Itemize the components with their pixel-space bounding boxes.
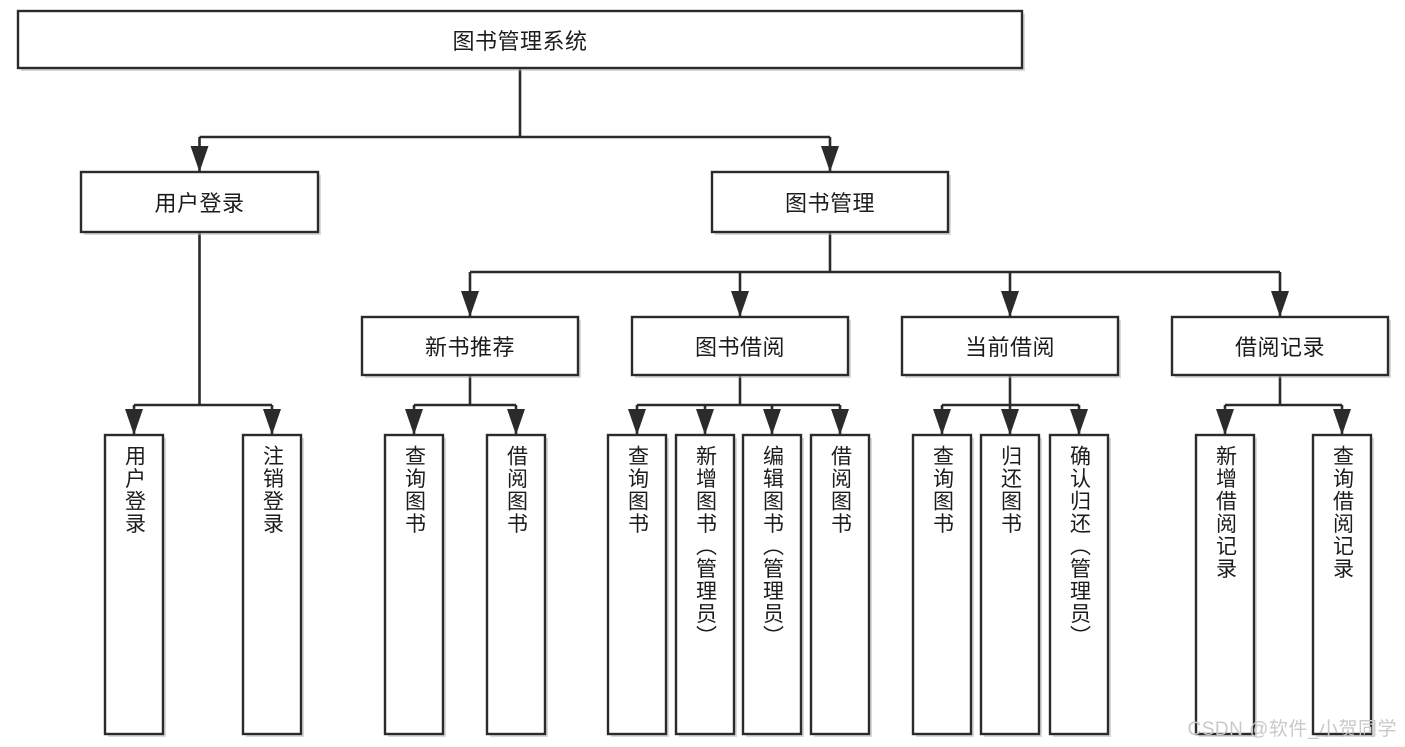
- node-leaf-query-book-3[interactable]: [911, 433, 973, 736]
- arrow-head-leaf-query-record: [1333, 409, 1351, 435]
- node-leaf-user-logout[interactable]: [241, 433, 303, 736]
- node-borrow-record[interactable]: [1170, 315, 1390, 377]
- node-leaf-add-book[interactable]: [674, 433, 736, 736]
- arrow-head-leaf-add-record: [1216, 409, 1234, 435]
- arrow-head-leaf-add-book: [696, 409, 714, 435]
- box-layer: [16, 9, 1391, 737]
- node-leaf-add-record[interactable]: [1194, 433, 1256, 736]
- arrow-head-leaf-confirm-return: [1070, 409, 1088, 435]
- node-leaf-query-book-1[interactable]: [383, 433, 445, 736]
- arrow-head-leaf-query-book-1: [405, 409, 423, 435]
- arrow-head-leaf-borrow-book-2: [831, 409, 849, 435]
- node-leaf-borrow-book-2[interactable]: [809, 433, 871, 736]
- arrow-head-book-borrow: [731, 291, 749, 317]
- arrow-head-borrow-record: [1271, 291, 1289, 317]
- arrow-head-leaf-user-logout: [263, 409, 281, 435]
- node-leaf-return-book[interactable]: [979, 433, 1041, 736]
- arrow-head-leaf-return-book: [1001, 409, 1019, 435]
- arrow-head-leaf-user-login: [125, 409, 143, 435]
- arrow-head-leaf-query-book-2: [628, 409, 646, 435]
- node-leaf-user-login[interactable]: [103, 433, 165, 736]
- arrow-head-leaf-borrow-book-1: [507, 409, 525, 435]
- arrow-head-leaf-edit-book: [763, 409, 781, 435]
- arrow-head-current-borrow: [1001, 291, 1019, 317]
- node-leaf-borrow-book-1[interactable]: [485, 433, 547, 736]
- arrow-head-new-book-recommend: [461, 291, 479, 317]
- node-root[interactable]: [16, 9, 1024, 70]
- connector-layer: [125, 68, 1351, 435]
- watermark-text: CSDN @软件_小贺同学: [1187, 719, 1397, 740]
- arrow-head-book-manage: [821, 146, 839, 172]
- node-user-login[interactable]: [79, 170, 320, 234]
- node-leaf-edit-book[interactable]: [741, 433, 803, 736]
- node-leaf-query-record[interactable]: [1311, 433, 1373, 736]
- node-book-borrow[interactable]: [630, 315, 850, 377]
- node-current-borrow[interactable]: [900, 315, 1120, 377]
- node-book-manage[interactable]: [710, 170, 950, 234]
- node-leaf-query-book-2[interactable]: [606, 433, 668, 736]
- node-new-book-recommend[interactable]: [360, 315, 580, 377]
- arrow-head-leaf-query-book-3: [933, 409, 951, 435]
- node-leaf-confirm-return[interactable]: [1048, 433, 1110, 736]
- arrow-head-user-login: [190, 146, 209, 172]
